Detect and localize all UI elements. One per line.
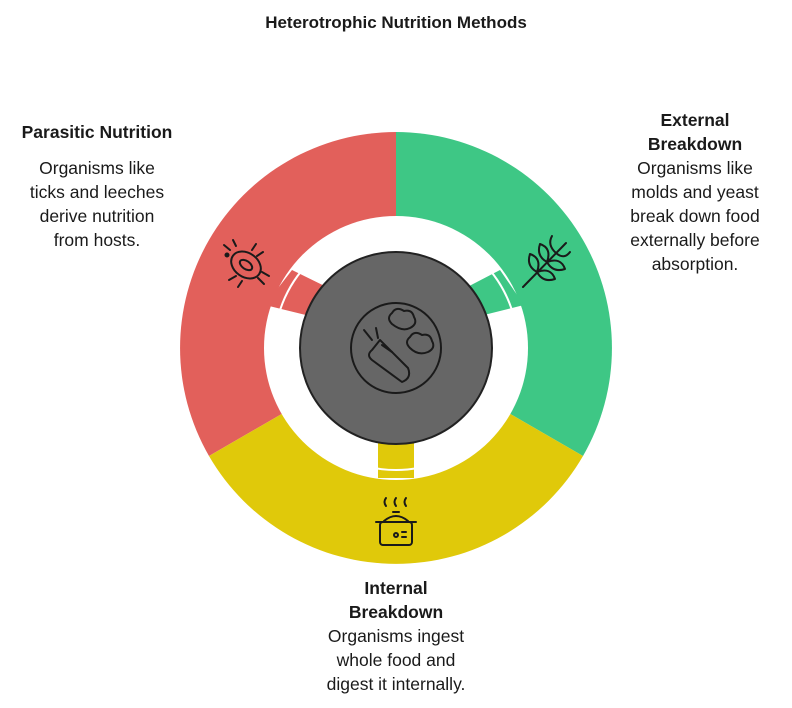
- label-internal-heading: Breakdown: [348, 602, 444, 622]
- label-external-body-line: molds and yeast: [631, 182, 759, 202]
- label-internal-heading: Internal: [364, 578, 428, 598]
- label-internal: Internal Breakdown Organisms ingest whol…: [296, 576, 496, 696]
- label-external-body-line: externally before: [630, 230, 760, 250]
- label-parasitic-body-line: ticks and leeches: [29, 182, 165, 202]
- parasite-icon: [223, 239, 270, 288]
- label-internal-body-line: whole food and: [336, 650, 456, 670]
- page-title: Heterotrophic Nutrition Methods: [265, 13, 527, 32]
- label-external-body-line: Organisms like: [637, 158, 753, 178]
- label-parasitic-heading: Parasitic Nutrition: [21, 122, 173, 142]
- label-external-body-line: break down food: [630, 206, 760, 226]
- label-internal-body-line: Organisms ingest: [327, 626, 465, 646]
- label-external-heading: Breakdown: [647, 134, 743, 154]
- label-parasitic-body-line: derive nutrition: [39, 206, 155, 226]
- internal-notch: [378, 440, 414, 478]
- label-internal-body-line: digest it internally.: [326, 674, 466, 694]
- label-external-body-line: absorption.: [651, 254, 739, 274]
- label-parasitic-body-line: from hosts.: [53, 230, 141, 250]
- label-parasitic: Parasitic Nutrition Organisms like ticks…: [2, 120, 192, 252]
- wheat-icon: [522, 235, 571, 288]
- label-external-heading: External: [660, 110, 730, 130]
- cooking-pot-icon: [375, 497, 417, 546]
- label-parasitic-body-line: Organisms like: [39, 158, 155, 178]
- food-icon: [350, 302, 442, 394]
- center-hub: [299, 251, 493, 445]
- label-external: External Breakdown Organisms like molds …: [604, 108, 786, 276]
